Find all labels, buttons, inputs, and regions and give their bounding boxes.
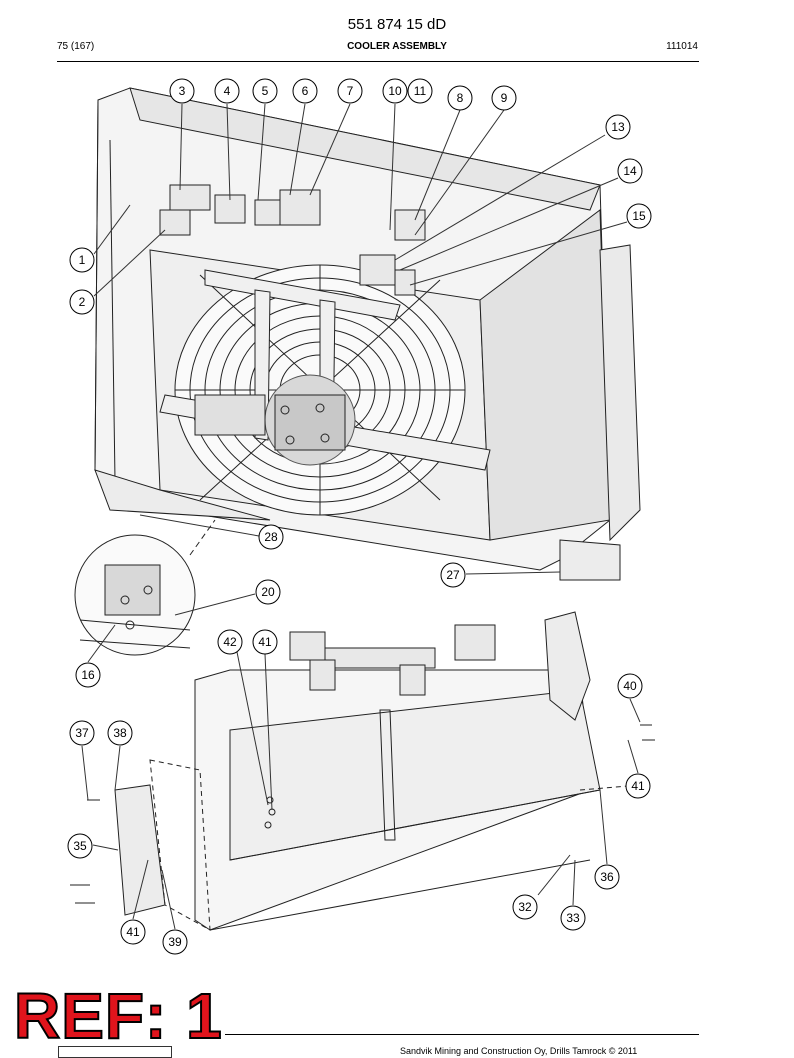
svg-text:42: 42 <box>223 635 237 649</box>
leader-lines <box>81 103 641 930</box>
hydraulic-motor <box>194 374 356 466</box>
header-rule <box>57 61 699 62</box>
callout-33: 33 <box>560 905 586 931</box>
svg-text:3: 3 <box>179 84 186 98</box>
cooler-frame-lower <box>114 611 641 931</box>
callout-9: 9 <box>491 85 517 111</box>
callout-36: 36 <box>594 864 620 890</box>
callout-6: 6 <box>292 78 318 104</box>
callout-41-c: 41 <box>120 919 146 945</box>
callout-balloons: 3 4 5 6 7 10 11 8 9 13 14 15 1 2 28 27 2… <box>67 78 652 955</box>
svg-text:4: 4 <box>224 84 231 98</box>
callout-40: 40 <box>617 673 643 699</box>
svg-text:41: 41 <box>631 779 645 793</box>
svg-text:32: 32 <box>518 900 532 914</box>
page-title: COOLER ASSEMBLY <box>347 41 447 52</box>
callout-41-a: 41 <box>252 629 278 655</box>
svg-text:40: 40 <box>623 679 637 693</box>
callout-5: 5 <box>252 78 278 104</box>
svg-text:28: 28 <box>264 530 278 544</box>
callout-2: 2 <box>69 289 95 315</box>
svg-text:9: 9 <box>501 91 508 105</box>
svg-text:6: 6 <box>302 84 309 98</box>
callout-35: 35 <box>67 833 93 859</box>
document-number: 551 874 15 dD <box>347 16 447 33</box>
callout-1: 1 <box>69 247 95 273</box>
callout-42: 42 <box>217 629 243 655</box>
callout-4: 4 <box>214 78 240 104</box>
svg-text:2: 2 <box>79 295 86 309</box>
svg-text:7: 7 <box>347 84 354 98</box>
callout-14: 14 <box>617 158 643 184</box>
callout-10: 10 <box>382 78 408 104</box>
svg-text:8: 8 <box>457 91 464 105</box>
callout-38: 38 <box>107 720 133 746</box>
svg-text:5: 5 <box>262 84 269 98</box>
callout-7: 7 <box>337 78 363 104</box>
callout-15: 15 <box>626 203 652 229</box>
callout-13: 13 <box>605 114 631 140</box>
svg-text:16: 16 <box>81 668 95 682</box>
svg-text:1: 1 <box>79 253 86 267</box>
svg-text:14: 14 <box>623 164 637 178</box>
callout-20: 20 <box>255 579 281 605</box>
svg-text:10: 10 <box>388 84 402 98</box>
svg-text:33: 33 <box>566 911 580 925</box>
page-count: 75 (167) <box>57 41 95 52</box>
svg-text:15: 15 <box>632 209 646 223</box>
svg-text:20: 20 <box>261 585 275 599</box>
callout-27: 27 <box>440 562 466 588</box>
callout-28: 28 <box>258 524 284 550</box>
date-code: 111014 <box>666 41 698 52</box>
svg-text:11: 11 <box>414 84 427 98</box>
callout-39: 39 <box>162 929 188 955</box>
svg-text:13: 13 <box>611 120 625 134</box>
svg-text:41: 41 <box>126 925 140 939</box>
ref-stamp: REF: 1 <box>13 980 223 1052</box>
svg-text:35: 35 <box>73 839 87 853</box>
callout-32: 32 <box>512 894 538 920</box>
callout-16: 16 <box>75 662 101 688</box>
copyright-text: Sandvik Mining and Construction Oy, Dril… <box>400 1046 638 1056</box>
callout-3: 3 <box>169 78 195 104</box>
svg-text:27: 27 <box>446 568 460 582</box>
callout-11: 11 <box>407 78 433 104</box>
svg-text:41: 41 <box>258 635 272 649</box>
svg-text:39: 39 <box>168 935 182 949</box>
fittings-top <box>159 184 426 296</box>
callout-37: 37 <box>69 720 95 746</box>
svg-text:37: 37 <box>75 726 89 740</box>
callout-8: 8 <box>447 85 473 111</box>
svg-text:36: 36 <box>600 870 614 884</box>
fittings-lower <box>289 624 496 696</box>
svg-text:38: 38 <box>113 726 127 740</box>
detail-view-circle <box>74 519 216 656</box>
callout-41-b: 41 <box>625 773 651 799</box>
footer-rule <box>225 1034 699 1035</box>
